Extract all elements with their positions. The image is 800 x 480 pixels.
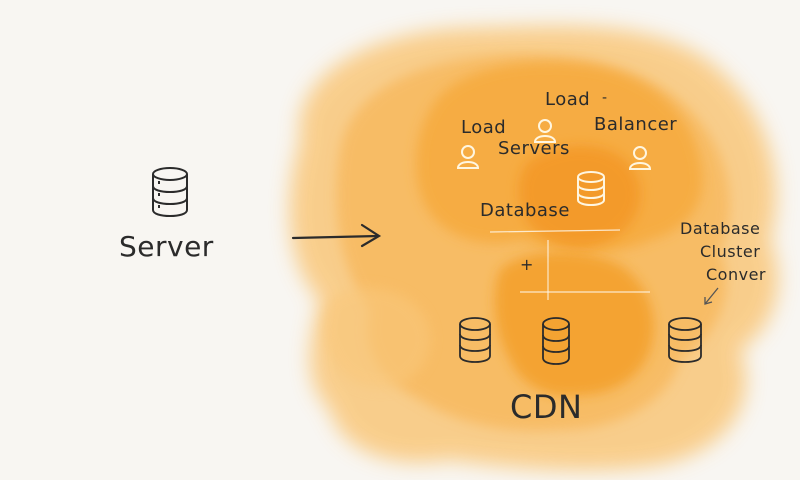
load-balancer-label-top: Load: [545, 89, 590, 110]
balancer-label: Balancer: [594, 114, 677, 135]
database-label: Database: [480, 200, 570, 221]
database-stack-icon: [577, 171, 605, 207]
cluster-label-line3: Conver: [706, 265, 766, 284]
arrow-right-icon: [291, 223, 382, 248]
user-icon: [533, 119, 557, 143]
server-label: Server: [119, 230, 214, 263]
database-stack-icon: [542, 317, 570, 365]
servers-label: Servers: [498, 138, 570, 159]
watercolor-wash: [289, 25, 779, 471]
cluster-label-line2: Cluster: [700, 242, 760, 261]
database-stack-icon: [668, 317, 702, 363]
pointer-arrow-icon: [704, 287, 719, 305]
database-stack-icon: [152, 167, 188, 218]
user-icon: [456, 145, 480, 169]
database-stack-icon: [459, 317, 491, 363]
dash-mark: -: [602, 90, 608, 106]
load-servers-label-left: Load: [461, 117, 506, 138]
divider-line-upper: [489, 229, 621, 233]
plus-mark: +: [520, 255, 534, 274]
cluster-label-line1: Database: [680, 219, 760, 238]
user-icon: [628, 146, 652, 170]
cdn-label: CDN: [510, 388, 582, 426]
